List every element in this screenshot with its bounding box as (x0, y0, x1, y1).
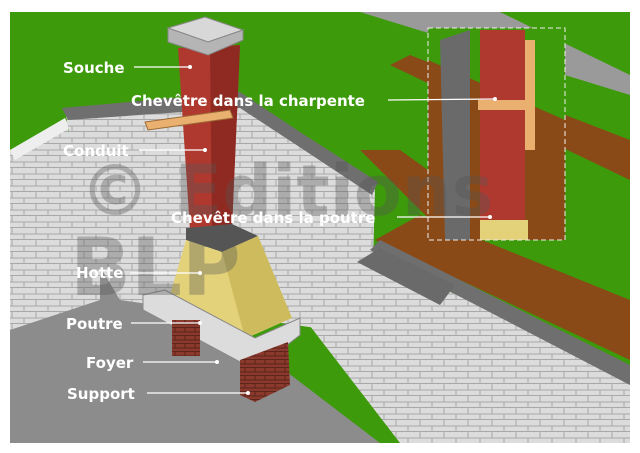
foyer-brick (172, 320, 200, 356)
label-text: Poutre (66, 315, 123, 333)
label-conduit: Conduit (63, 142, 207, 160)
label-text: Souche (63, 59, 125, 77)
label-poutre: Poutre (66, 315, 202, 333)
label-text: Chevêtre dans la charpente (131, 92, 365, 110)
poutre (142, 289, 301, 371)
label-hotte: Hotte (76, 264, 202, 282)
label-chevetre-poutre: Chevêtre dans la poutre (171, 209, 492, 227)
label-chevetre-charpente: Chevêtre dans la charpente (131, 92, 497, 110)
watermark-blp: BLP (70, 221, 241, 314)
wall-coping (62, 92, 378, 195)
chevetre-poutre (186, 224, 258, 252)
label-support: Support (67, 385, 250, 403)
conduit-side (210, 45, 240, 230)
wood-floor (375, 215, 630, 360)
watermark-editions: © Editions (80, 150, 493, 232)
front-wall (290, 255, 630, 443)
label-text: Support (67, 385, 135, 403)
label-souche: Souche (63, 59, 192, 77)
label-text: Hotte (76, 264, 123, 282)
left-wall-top (10, 118, 70, 160)
inset-detail (427, 27, 566, 241)
chevetre-charpente (144, 109, 234, 131)
souche-cap-side (167, 27, 244, 56)
label-foyer: Foyer (86, 354, 219, 372)
label-text: Foyer (86, 354, 134, 372)
label-text: Conduit (63, 142, 129, 160)
sill (357, 248, 455, 305)
hotte-side (222, 236, 292, 338)
support (240, 342, 290, 402)
label-text: Chevêtre dans la poutre (171, 209, 375, 227)
